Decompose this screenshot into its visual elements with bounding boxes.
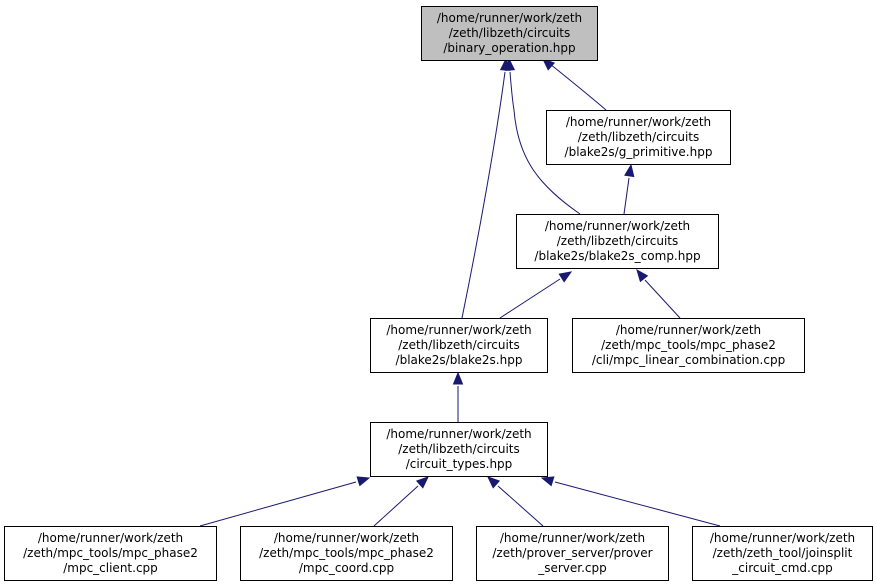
node-box[interactable] bbox=[240, 526, 453, 581]
node-blake2s[interactable]: /home/runner/work/zeth/zeth/libzeth/circ… bbox=[370, 318, 548, 373]
edges-layer bbox=[199, 57, 721, 527]
node-label-line: /zeth/libzeth/circuits bbox=[398, 338, 520, 352]
edge-line bbox=[499, 278, 561, 319]
edge-g_primitive-to-binary_operation bbox=[542, 58, 607, 111]
arrowhead bbox=[499, 57, 511, 71]
node-prover_server[interactable]: /home/runner/work/zeth/zeth/prover_serve… bbox=[476, 526, 669, 581]
node-mpc_client[interactable]: /home/runner/work/zeth/zeth/mpc_tools/mp… bbox=[4, 526, 217, 581]
nodes-layer: /home/runner/work/zeth/zeth/libzeth/circ… bbox=[4, 6, 873, 581]
edge-line bbox=[549, 63, 607, 111]
edge-line bbox=[497, 485, 544, 527]
node-label-line: /home/runner/work/zeth bbox=[386, 427, 531, 441]
node-label-line: /cli/mpc_linear_combination.cpp bbox=[592, 353, 785, 367]
node-label-line: /binary_operation.hpp bbox=[443, 41, 575, 55]
node-label-line: /mpc_coord.cpp bbox=[299, 561, 394, 575]
node-label-line: /home/runner/work/zeth bbox=[566, 115, 711, 129]
edge-mpc_linear_combination-to-blake2s_comp bbox=[636, 268, 681, 319]
node-box[interactable] bbox=[546, 110, 731, 165]
arrowhead bbox=[636, 268, 649, 283]
edge-line bbox=[461, 71, 506, 319]
node-label-line: /home/runner/work/zeth bbox=[545, 219, 690, 233]
node-box[interactable] bbox=[572, 318, 805, 373]
node-label-line: /home/runner/work/zeth bbox=[386, 323, 531, 337]
node-label-line: /zeth/mpc_tools/mpc_phase2 bbox=[601, 338, 776, 352]
node-label-line: /zeth/libzeth/circuits bbox=[449, 26, 571, 40]
edge-line bbox=[373, 485, 419, 527]
edge-line bbox=[554, 481, 721, 527]
node-label-line: /zeth/zeth_tool/joinsplit bbox=[713, 546, 853, 560]
arrowhead bbox=[487, 476, 501, 489]
node-blake2s_comp[interactable]: /home/runner/work/zeth/zeth/libzeth/circ… bbox=[516, 214, 719, 269]
node-label-line: /home/runner/work/zeth bbox=[38, 531, 183, 545]
edge-mpc_client-to-circuit_types bbox=[199, 476, 371, 527]
arrowhead bbox=[415, 476, 429, 489]
node-box[interactable] bbox=[476, 526, 669, 581]
node-g_primitive[interactable]: /home/runner/work/zeth/zeth/libzeth/circ… bbox=[546, 110, 731, 165]
edge-blake2s_comp-to-g_primitive bbox=[623, 163, 635, 215]
node-box[interactable] bbox=[516, 214, 719, 269]
node-box[interactable] bbox=[421, 6, 598, 61]
node-box[interactable] bbox=[4, 526, 217, 581]
node-label-line: /home/runner/work/zeth bbox=[710, 531, 855, 545]
edge-mpc_coord-to-circuit_types bbox=[373, 476, 429, 527]
edge-line bbox=[623, 177, 630, 215]
node-box[interactable] bbox=[370, 422, 548, 477]
node-label-line: /home/runner/work/zeth bbox=[500, 531, 645, 545]
node-joinsplit_circuit_cmd[interactable]: /home/runner/work/zeth/zeth/zeth_tool/jo… bbox=[692, 526, 873, 581]
node-circuit_types[interactable]: /home/runner/work/zeth/zeth/libzeth/circ… bbox=[370, 422, 548, 477]
node-label-line: /zeth/mpc_tools/mpc_phase2 bbox=[259, 546, 434, 560]
edge-prover_server-to-circuit_types bbox=[487, 476, 544, 527]
node-label-line: /blake2s/blake2s_comp.hpp bbox=[534, 249, 700, 263]
node-label-line: /blake2s/blake2s.hpp bbox=[396, 353, 523, 367]
edge-line bbox=[199, 481, 357, 527]
node-box[interactable] bbox=[692, 526, 873, 581]
arrowhead bbox=[542, 58, 556, 71]
arrowhead bbox=[356, 476, 371, 487]
node-label-line: /home/runner/work/zeth bbox=[274, 531, 419, 545]
edge-line bbox=[509, 71, 581, 215]
node-binary_operation[interactable]: /home/runner/work/zeth/zeth/libzeth/circ… bbox=[421, 6, 598, 61]
node-label-line: /zeth/prover_server/prover bbox=[492, 546, 652, 560]
node-label-line: /home/runner/work/zeth bbox=[616, 323, 761, 337]
edge-blake2s-to-blake2s_comp bbox=[499, 271, 573, 319]
node-mpc_coord[interactable]: /home/runner/work/zeth/zeth/mpc_tools/mp… bbox=[240, 526, 453, 581]
node-mpc_linear_combination[interactable]: /home/runner/work/zeth/zeth/mpc_tools/mp… bbox=[572, 318, 805, 373]
arrowhead bbox=[540, 476, 555, 487]
node-label-line: /circuit_types.hpp bbox=[406, 457, 513, 471]
node-label-line: /home/runner/work/zeth bbox=[437, 11, 582, 25]
node-label-line: _circuit_cmd.cpp bbox=[731, 561, 832, 575]
node-label-line: /zeth/libzeth/circuits bbox=[398, 442, 520, 456]
edge-line bbox=[644, 279, 681, 319]
node-box[interactable] bbox=[370, 318, 548, 373]
arrowhead bbox=[452, 371, 464, 385]
arrowhead bbox=[558, 271, 573, 283]
node-label-line: /zeth/libzeth/circuits bbox=[578, 130, 700, 144]
arrowhead bbox=[624, 163, 635, 178]
node-label-line: _server.cpp bbox=[537, 561, 607, 575]
node-label-line: /mpc_client.cpp bbox=[63, 561, 158, 575]
node-label-line: /zeth/libzeth/circuits bbox=[557, 234, 679, 248]
node-label-line: /zeth/mpc_tools/mpc_phase2 bbox=[23, 546, 198, 560]
edge-circuit_types-to-blake2s bbox=[452, 371, 464, 422]
edge-blake2s-to-binary_operation bbox=[461, 57, 511, 319]
edge-joinsplit_circuit_cmd-to-circuit_types bbox=[540, 476, 721, 527]
node-label-line: /blake2s/g_primitive.hpp bbox=[565, 145, 713, 159]
